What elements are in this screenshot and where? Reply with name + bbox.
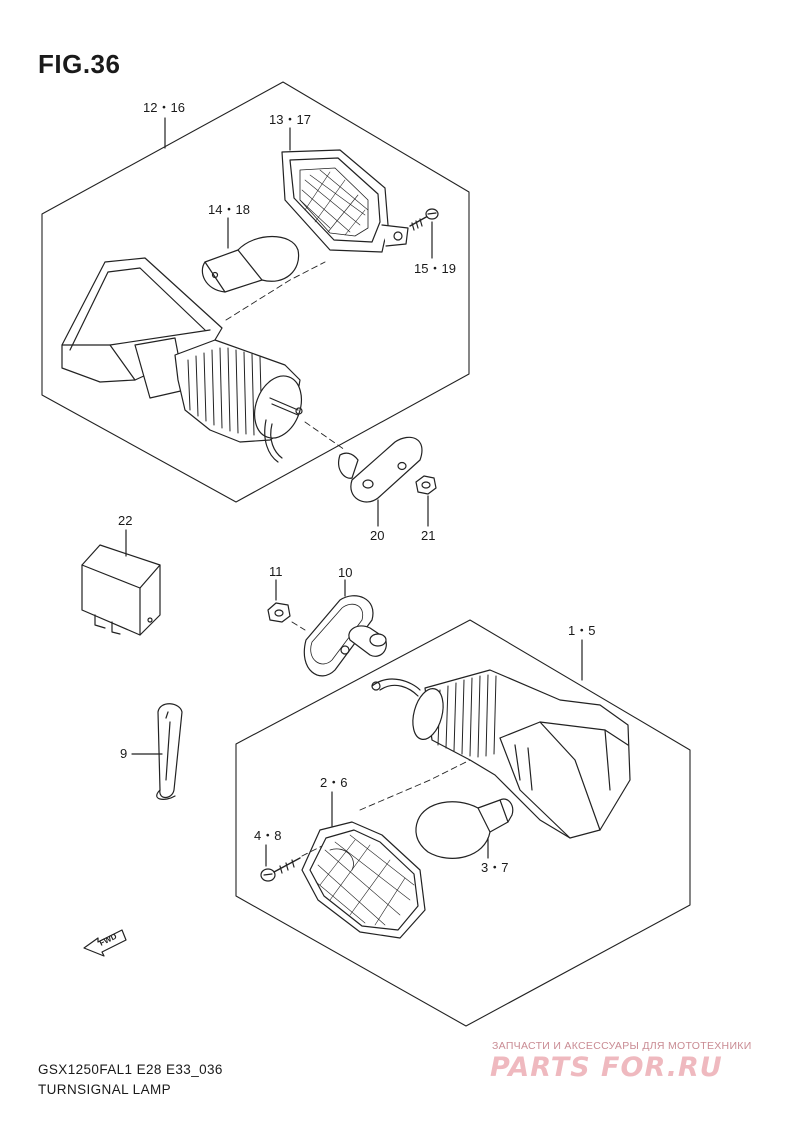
lens-lower[interactable] bbox=[301, 821, 426, 939]
assembly-line-lower-3 bbox=[301, 845, 323, 857]
assembly-line-lower-2 bbox=[359, 759, 471, 811]
assembly-line-upper-2 bbox=[304, 421, 346, 451]
callout-4-8: 4・8 bbox=[254, 828, 281, 843]
turn-signal-housing-upper[interactable] bbox=[61, 257, 310, 463]
bulb-lower[interactable] bbox=[415, 798, 514, 859]
nut-upper[interactable] bbox=[415, 475, 437, 495]
callout-3-7: 3・7 bbox=[481, 860, 508, 875]
callout-14-18: 14・18 bbox=[208, 202, 250, 217]
relay-unit[interactable] bbox=[81, 544, 161, 636]
watermark-caption: ЗАПЧАСТИ И АКСЕССУАРЫ ДЛЯ МОТОТЕХНИКИ bbox=[492, 1040, 752, 1052]
callout-2-6: 2・6 bbox=[320, 775, 347, 790]
callout-10: 10 bbox=[338, 565, 352, 580]
callout-21: 21 bbox=[421, 528, 435, 543]
nut-lower[interactable] bbox=[267, 602, 291, 623]
callout-11: 11 bbox=[269, 564, 283, 579]
figure-code: GSX1250FAL1 E28 E33_036 bbox=[38, 1062, 223, 1077]
callout-9: 9 bbox=[120, 746, 127, 761]
screw-upper[interactable] bbox=[409, 208, 439, 231]
rubber-band[interactable] bbox=[156, 703, 183, 800]
figure-title: FIG.36 bbox=[38, 49, 121, 79]
callout-15-19: 15・19 bbox=[414, 261, 456, 276]
figure-name: TURNSIGNAL LAMP bbox=[38, 1082, 172, 1097]
callout-13-17: 13・17 bbox=[269, 112, 311, 127]
mounting-plate-upper[interactable] bbox=[338, 436, 423, 503]
assembly-line-lower-1 bbox=[291, 621, 306, 631]
mounting-plate-lower[interactable] bbox=[303, 595, 387, 677]
assembly-line-upper-1 bbox=[225, 261, 326, 321]
upper-group-frame bbox=[41, 81, 470, 503]
watermark-logo: PARTS FOR.RU bbox=[490, 1052, 723, 1083]
lower-group-frame bbox=[235, 619, 691, 1027]
lens-upper[interactable] bbox=[281, 149, 409, 253]
screw-lower[interactable] bbox=[260, 857, 301, 882]
turn-signal-housing-lower[interactable] bbox=[371, 669, 631, 839]
callout-20: 20 bbox=[370, 528, 384, 543]
callout-12-16: 12・16 bbox=[143, 100, 185, 115]
bulb-upper[interactable] bbox=[201, 236, 300, 293]
fwd-arrow-icon: FWD bbox=[83, 929, 127, 957]
callout-1-5: 1・5 bbox=[568, 623, 595, 638]
callout-22: 22 bbox=[118, 513, 132, 528]
